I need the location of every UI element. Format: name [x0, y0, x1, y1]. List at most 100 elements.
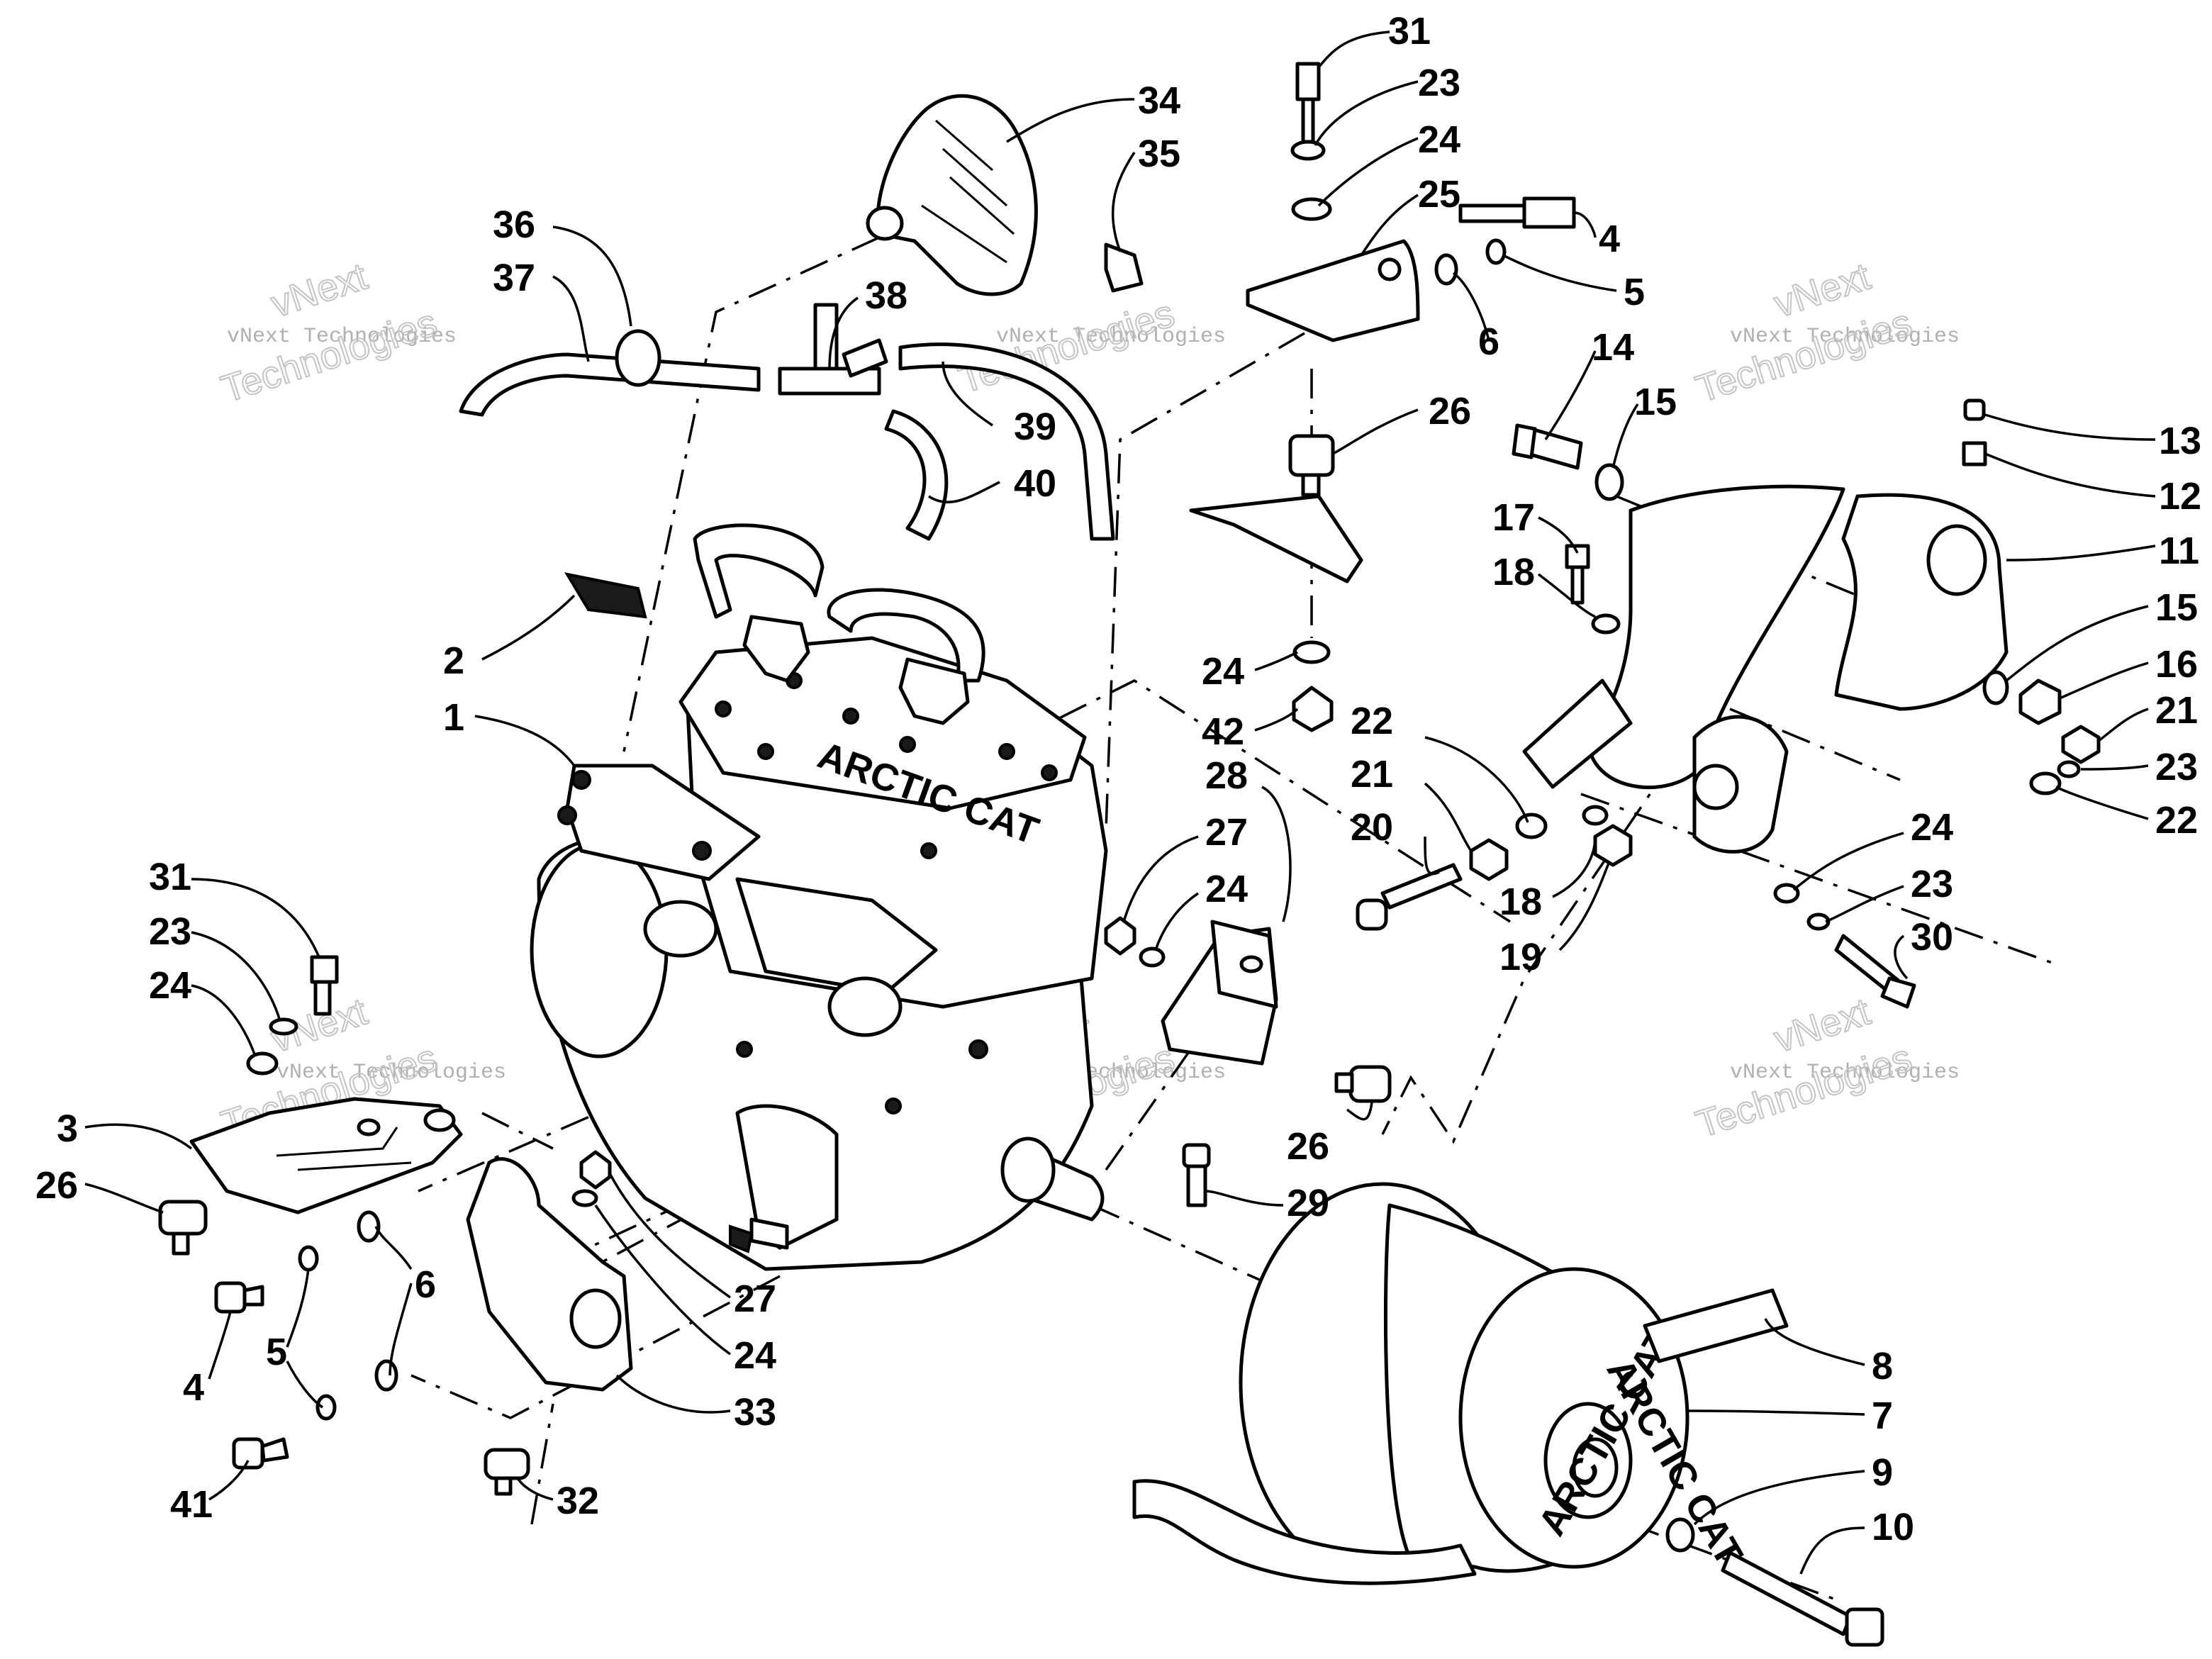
callout-19: 19: [1499, 936, 1542, 978]
tee-fitting: [778, 303, 888, 396]
callout-18: 18: [1499, 881, 1542, 923]
callout-34: 34: [1138, 79, 1180, 122]
nut-42: [1292, 686, 1334, 732]
nut-19: [1593, 824, 1633, 867]
hose-37: [459, 352, 761, 417]
washer-18a: [1591, 613, 1621, 635]
washer-15b: [1982, 670, 2009, 705]
hose-clamp: [615, 329, 661, 387]
watermark-big-bottom: Technologies: [216, 301, 442, 410]
mount-bracket-28: [1161, 920, 1278, 1066]
bolt-right: [1458, 196, 1576, 229]
callout-18: 18: [1492, 551, 1535, 593]
callout-33: 33: [734, 1391, 776, 1434]
callout-31: 31: [149, 856, 191, 898]
callout-13: 13: [2159, 420, 2201, 462]
callout-17: 17: [1492, 496, 1535, 539]
rubber-mount-26c: [1334, 1065, 1392, 1103]
leader-lines: [84, 30, 2156, 1575]
rubber-mount-left: [158, 1200, 208, 1256]
callout-8: 8: [1872, 1345, 1893, 1387]
lower-mount-bracket: [466, 1157, 633, 1392]
bolt-29: [1182, 1143, 1211, 1207]
nut-27b: [579, 1150, 612, 1190]
callout-39: 39: [1014, 406, 1056, 448]
washer-24d: [1139, 946, 1166, 968]
callout-35: 35: [1138, 133, 1180, 175]
watermark-mid-right: vNext vNext Technologies Technologies: [1690, 990, 1960, 1147]
nut-21b: [1469, 838, 1509, 881]
clutch-bolt-10: [1721, 1551, 1884, 1647]
callout-4: 4: [183, 1366, 204, 1409]
idler-arm: [1692, 715, 1789, 854]
callout-1: 1: [443, 696, 464, 739]
bolt-4b: [214, 1281, 264, 1314]
callout-31: 31: [1388, 10, 1431, 52]
callout-15: 15: [2155, 586, 2198, 629]
callout-14: 14: [1592, 326, 1634, 369]
bolt-41: [232, 1437, 289, 1470]
washer-24f: [571, 1189, 598, 1207]
callout-10: 10: [1872, 1506, 1914, 1548]
callout-5: 5: [266, 1331, 287, 1373]
callout-15: 15: [1634, 381, 1677, 423]
washer-15a: [1594, 463, 1624, 501]
callout-38: 38: [865, 274, 907, 317]
lock-washer-23b: [2057, 760, 2081, 778]
watermark-top-center: vNext Technologies Technologies: [953, 291, 1226, 402]
callout-20: 20: [1351, 806, 1393, 849]
callout-42: 42: [1202, 710, 1244, 753]
washer-24e: [246, 1051, 279, 1076]
callout-26: 26: [1287, 1125, 1329, 1168]
bolt-30: [1834, 934, 1916, 1009]
washer-9: [1665, 1517, 1695, 1553]
callout-30: 30: [1911, 916, 1953, 959]
lock-washer-top: [1290, 140, 1326, 161]
washer-top: [1291, 197, 1332, 221]
callout-6: 6: [1478, 320, 1499, 363]
callout-5: 5: [1624, 271, 1645, 313]
washer-22a: [2029, 771, 2062, 795]
engine-mount-plate: [1246, 239, 1420, 342]
washer-24: [1292, 640, 1331, 664]
callout-21: 21: [1351, 753, 1393, 795]
mount-bracket-plate: [1189, 494, 1363, 583]
nut-21a: [2061, 725, 2101, 764]
right-support-bracket: [1522, 484, 1845, 790]
bolt-17: [1565, 544, 1590, 605]
bolt-top: [1295, 62, 1321, 144]
callout-3: 3: [57, 1107, 78, 1150]
callout-27: 27: [1205, 811, 1248, 854]
watermark-top-left: vNext vNext Technologies Technologies: [216, 255, 457, 412]
callout-16: 16: [2155, 643, 2198, 686]
callout-22: 22: [1351, 700, 1393, 742]
callout-7: 7: [1872, 1395, 1893, 1437]
nut-27a: [1104, 916, 1136, 956]
lock-washer-right: [1485, 238, 1507, 265]
right-engine-plate: [1834, 493, 2009, 711]
callout-12: 12: [2159, 475, 2201, 518]
callout-41: 41: [170, 1483, 213, 1526]
callout-24: 24: [734, 1334, 776, 1377]
engine-block: ARCTIC CAT: [530, 523, 1108, 1271]
callout-11: 11: [2159, 530, 2199, 572]
washer-24c: [1773, 883, 1800, 904]
watermark-small: vNext Technologies: [996, 325, 1226, 349]
callout-22: 22: [2155, 799, 2198, 842]
washer-right: [1434, 253, 1458, 286]
callout-4: 4: [1599, 218, 1620, 260]
callout-29: 29: [1287, 1182, 1329, 1224]
callout-36: 36: [493, 203, 535, 246]
callout-24: 24: [1911, 806, 1953, 849]
callout-28: 28: [1205, 754, 1248, 797]
callout-24: 24: [1202, 650, 1244, 693]
watermark-small: vNext Technologies: [1730, 325, 1960, 349]
nut-16: [2018, 678, 2062, 725]
watermark-top-right: vNext vNext Technologies Technologies: [1690, 255, 1960, 412]
bolt-31b: [310, 955, 339, 1016]
air-intake-bracket: [866, 94, 1038, 296]
washer-18b: [1582, 805, 1609, 826]
watermark-small: vNext Technologies: [276, 1061, 506, 1085]
drive-belt: [1132, 1288, 1789, 1585]
